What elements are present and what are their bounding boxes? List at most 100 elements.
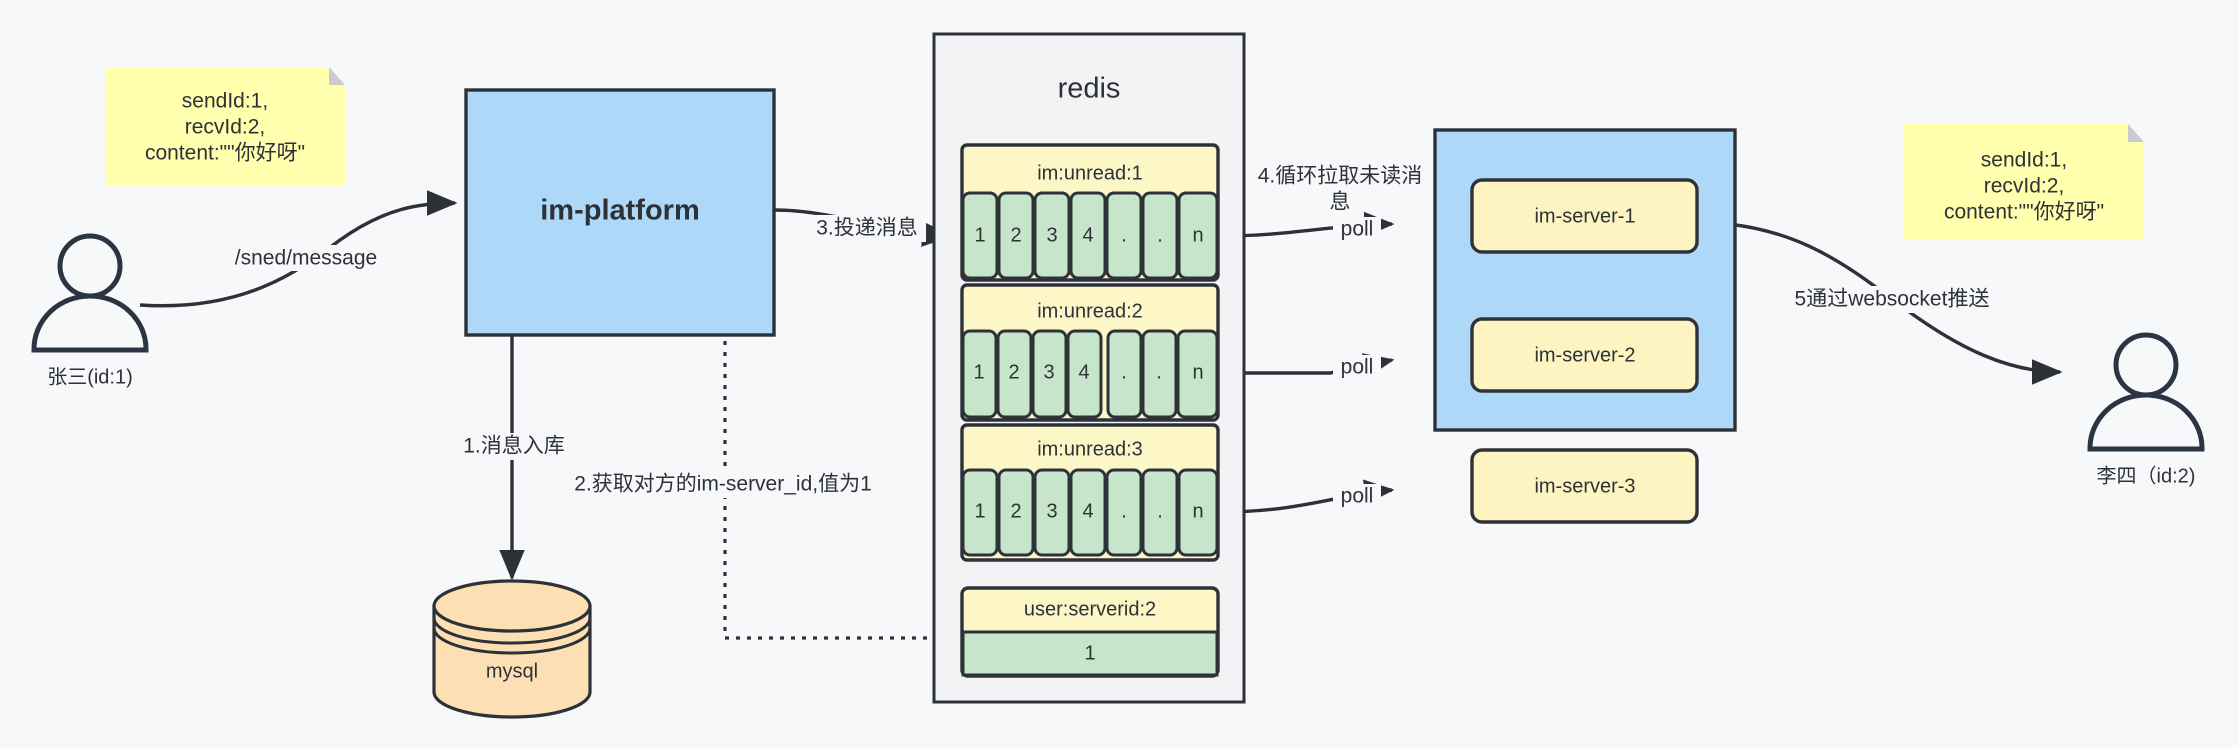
edge-label-poll-2: poll xyxy=(1333,355,1381,381)
node-im-platform[interactable]: im-platform xyxy=(464,88,776,337)
redis-serverid-block[interactable]: user:serverid:2 1 xyxy=(960,586,1220,678)
redis-cell-label: 4 xyxy=(1082,224,1093,246)
redis-cell xyxy=(961,329,998,419)
redis-cell xyxy=(1177,468,1219,557)
edge-label-poll-2-text: poll xyxy=(1341,356,1374,379)
redis-cell-label: . xyxy=(1157,500,1163,522)
redis-cell-label: . xyxy=(1121,500,1127,522)
redis-label: redis xyxy=(1058,73,1121,105)
im-server-1-label: im-server-1 xyxy=(1534,205,1635,227)
edge-label-poll-1: poll xyxy=(1333,217,1381,243)
redis-serverid-name: user:serverid:2 xyxy=(1024,598,1156,620)
edge-label-step5: 5通过websocket推送 xyxy=(1786,286,1998,313)
note-right: sendId:1, recvId:2, content:""你好呀" xyxy=(1904,124,2144,240)
im-server-3-box xyxy=(1470,448,1699,524)
edge-send-message xyxy=(139,190,458,308)
im-server-2-label: im-server-2 xyxy=(1534,344,1635,366)
person-body-icon xyxy=(2087,392,2205,452)
redis-cell xyxy=(1069,191,1107,280)
node-im-server-cluster: im-server-1 im-server-2 im-server-3 xyxy=(1433,128,1737,524)
redis-cell xyxy=(1176,329,1219,419)
redis-key-block-0[interactable]: im:unread:1 1 2 3 4 . . n xyxy=(960,143,1220,282)
im-server-3-label: im-server-3 xyxy=(1534,475,1635,497)
note-left-fold xyxy=(329,67,345,85)
redis-key-block-1[interactable]: im:unread:2 1 2 3 4 . . n xyxy=(960,283,1220,422)
redis-key-name-1: im:unread:2 xyxy=(1037,300,1143,322)
edge-label-step1: 1.消息入库 xyxy=(452,433,576,460)
note-right-line-3: content:""你好呀" xyxy=(1944,201,2104,224)
actor-sender-label: 张三(id:1) xyxy=(47,365,133,388)
node-im-server-3[interactable]: im-server-3 xyxy=(1470,448,1699,524)
redis-cell xyxy=(1141,329,1178,419)
redis-cell-label: 3 xyxy=(1046,224,1057,246)
redis-serverid-value-cell xyxy=(961,630,1219,677)
redis-key-block-2[interactable]: im:unread:3 1 2 3 4 . . n xyxy=(960,423,1220,562)
im-server-1-box xyxy=(1470,178,1699,254)
redis-cell xyxy=(1106,329,1143,419)
note-left-line-3: content:""你好呀" xyxy=(145,142,305,165)
edge-label-step5-text: 5通过websocket推送 xyxy=(1795,288,1990,311)
edge-label-step2: 2.获取对方的im-server_id,值为1 xyxy=(574,471,872,498)
edge-label-step3: 3.投递消息 xyxy=(808,215,926,242)
edge-label-poll-1-text: poll xyxy=(1341,218,1374,241)
note-right-body xyxy=(1904,124,2144,240)
redis-cell-label: 3 xyxy=(1046,500,1057,522)
node-im-server-1[interactable]: im-server-1 xyxy=(1470,178,1699,254)
redis-cell xyxy=(997,468,1035,557)
redis-serverid-value: 1 xyxy=(1084,642,1095,664)
redis-cell xyxy=(1177,191,1219,280)
person-body-icon xyxy=(31,293,149,353)
node-mysql[interactable]: mysql xyxy=(432,579,592,719)
redis-cell-label: . xyxy=(1121,224,1127,246)
actor-receiver[interactable]: 李四（id:2) xyxy=(2087,332,2205,487)
redis-cell-label: . xyxy=(1157,224,1163,246)
redis-cell xyxy=(996,329,1033,419)
redis-cell xyxy=(1141,468,1179,557)
redis-cell xyxy=(961,191,999,280)
redis-cells-0: 1 2 3 4 . . n xyxy=(961,191,1219,280)
redis-cell-label: 2 xyxy=(1010,224,1021,246)
redis-cells-2: 1 2 3 4 . . n xyxy=(961,468,1219,557)
note-right-line-2: recvId:2, xyxy=(1984,175,2065,198)
note-right-fold xyxy=(2128,124,2144,142)
edge-label-send-message-text: /sned/message xyxy=(235,247,377,270)
mysql-body xyxy=(432,604,592,719)
redis-cell-label: 3 xyxy=(1043,361,1054,383)
edge-label-step2-text: 2.获取对方的im-server_id,值为1 xyxy=(574,473,872,496)
redis-key-name-2: im:unread:3 xyxy=(1037,438,1143,460)
redis-cell-label: 1 xyxy=(974,224,985,246)
redis-cell-label: . xyxy=(1156,361,1162,383)
redis-cell-label: 4 xyxy=(1082,500,1093,522)
mysql-ring-2 xyxy=(432,627,592,655)
edge-label-step4-line1: 4.循环拉取未读消 xyxy=(1258,165,1423,188)
redis-cell-label: . xyxy=(1121,361,1127,383)
node-im-server-2[interactable]: im-server-2 xyxy=(1470,317,1699,393)
node-redis: redis im:unread:1 1 2 3 4 . . xyxy=(932,32,1246,704)
im-platform-label: im-platform xyxy=(540,195,700,227)
redis-cell-label: 1 xyxy=(973,361,984,383)
mysql-top xyxy=(432,579,592,633)
redis-cell xyxy=(1105,191,1143,280)
edge-label-step4-line2: 息 xyxy=(1330,191,1351,214)
im-server-2-box xyxy=(1470,317,1699,393)
redis-cell-label: n xyxy=(1192,500,1203,522)
edge-step2 xyxy=(713,297,960,640)
edge-label-send-message: /sned/message xyxy=(230,245,382,271)
note-left-line-1: sendId:1, xyxy=(182,90,268,113)
note-right-line-1: sendId:1, xyxy=(1981,149,2067,172)
actor-receiver-label: 李四（id:2) xyxy=(2097,464,2196,487)
note-left-body xyxy=(105,67,345,185)
redis-cell xyxy=(1033,468,1071,557)
actor-sender[interactable]: 张三(id:1) xyxy=(31,233,149,388)
edge-label-step1-text: 1.消息入库 xyxy=(463,435,565,458)
redis-cell-label: 2 xyxy=(1008,361,1019,383)
redis-key-name-0: im:unread:1 xyxy=(1037,162,1143,184)
mysql-label: mysql xyxy=(486,660,538,682)
redis-cell-label: 1 xyxy=(974,500,985,522)
redis-cell xyxy=(1105,468,1143,557)
mysql-ring-1 xyxy=(432,617,592,645)
edge-label-poll-3: poll xyxy=(1333,484,1381,510)
